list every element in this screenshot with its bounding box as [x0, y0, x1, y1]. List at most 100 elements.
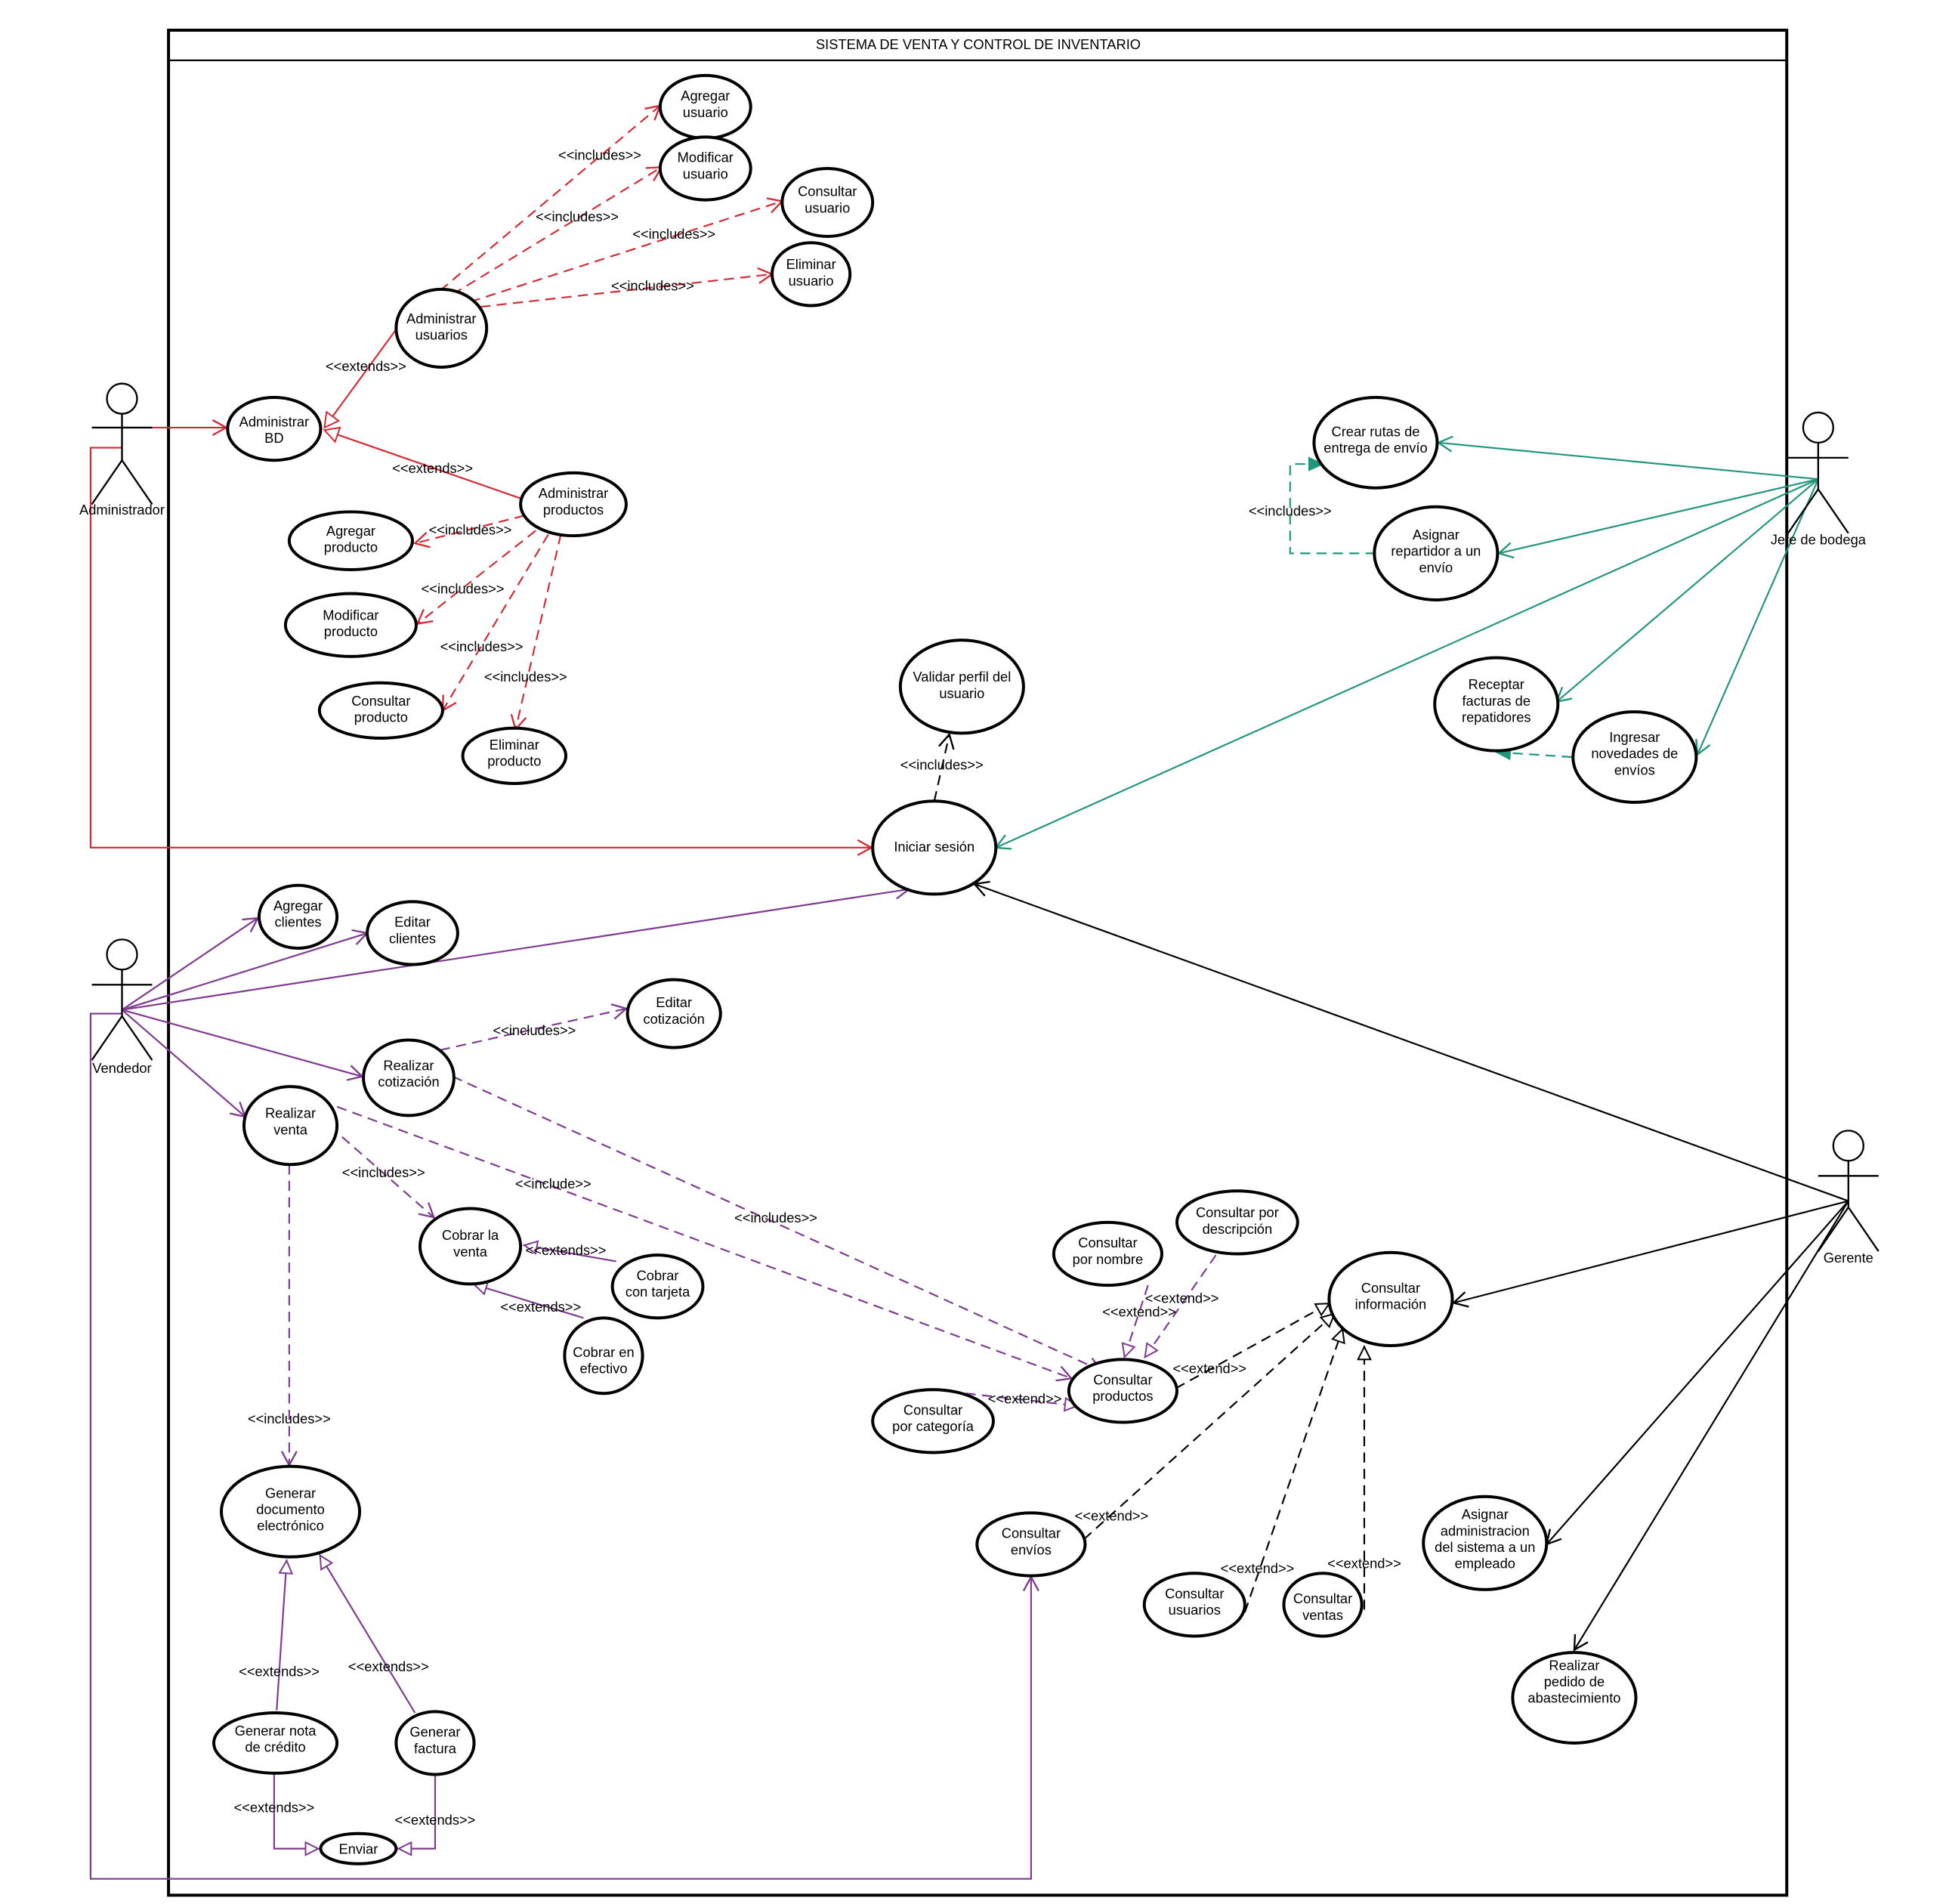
assoc-admin-login — [89, 447, 873, 856]
actor-vendedor[interactable]: Vendedor — [91, 938, 153, 1076]
actor-gerente[interactable]: Gerente — [1817, 1130, 1880, 1266]
label-extends: <<extends>> — [392, 460, 473, 476]
label-include: <<include>> — [515, 1176, 591, 1192]
inc-usuarios-modificar — [452, 166, 663, 295]
assoc-ger-pedido — [1573, 1201, 1849, 1652]
assoc-bodega-novedades — [1695, 478, 1819, 756]
actor-figure-icon — [91, 382, 153, 505]
actor-figure-icon — [1787, 411, 1849, 534]
ext-usuarios-info — [1243, 1328, 1345, 1613]
label-extend: <<extend>> — [1327, 1556, 1401, 1572]
assoc-vend-login — [122, 882, 911, 1011]
label-extends: <<extends>> — [526, 1242, 607, 1258]
assoc-bodega-asignar — [1496, 478, 1819, 559]
actor-figure-icon — [91, 938, 153, 1061]
uc-enviar[interactable]: Enviar — [319, 1831, 398, 1865]
label-extend: <<extend>> — [1102, 1304, 1176, 1320]
actor-jefe-bodega[interactable]: Jefe de bodega — [1771, 411, 1867, 548]
label-includes: <<includes>> — [734, 1210, 817, 1226]
inc-usuarios-agregar — [439, 104, 662, 292]
ext-nota-documento — [276, 1559, 294, 1711]
label-includes: <<includes>> — [440, 638, 524, 654]
assoc-vend-agregar — [121, 916, 260, 1011]
label-includes: <<includes>> — [558, 147, 641, 162]
label-extends: <<extends>> — [239, 1664, 320, 1680]
label-includes: <<includes>> — [493, 1022, 576, 1038]
system-boundary: SISTEMA DE VENTA Y CONTROL DE INVENTARIO — [167, 28, 1789, 1897]
svg-text:Iniciar sesión: Iniciar sesión — [894, 839, 974, 855]
ext-nombre-productos — [1121, 1284, 1149, 1359]
label-includes: <<includes>> — [248, 1411, 331, 1426]
actor-administrador[interactable]: Administrador — [79, 382, 165, 518]
label-includes: <<includes>> — [422, 581, 505, 597]
ext-descripcion-productos — [1143, 1254, 1217, 1359]
label-includes: <<includes>> — [611, 277, 694, 293]
inc-productos-eliminar — [510, 534, 562, 731]
label-includes: <<includes>> — [342, 1164, 425, 1180]
relation-labels: <<includes>> <<includes>> <<includes>> <… — [233, 147, 1401, 1828]
assoc-ger-informacion — [1451, 1200, 1849, 1308]
label-includes: <<includes>> — [1249, 502, 1332, 518]
label-includes: <<includes>> — [900, 757, 984, 773]
label-includes: <<includes>> — [484, 669, 567, 685]
assoc-ger-asignar — [1545, 1200, 1849, 1546]
inc-login-validar — [933, 732, 955, 802]
ext-factura-enviar — [397, 1773, 437, 1856]
uc-iniciar-sesion[interactable]: Iniciar sesión — [871, 799, 998, 896]
bodega-relations — [994, 435, 1819, 850]
svg-text:Enviar: Enviar — [338, 1841, 378, 1856]
